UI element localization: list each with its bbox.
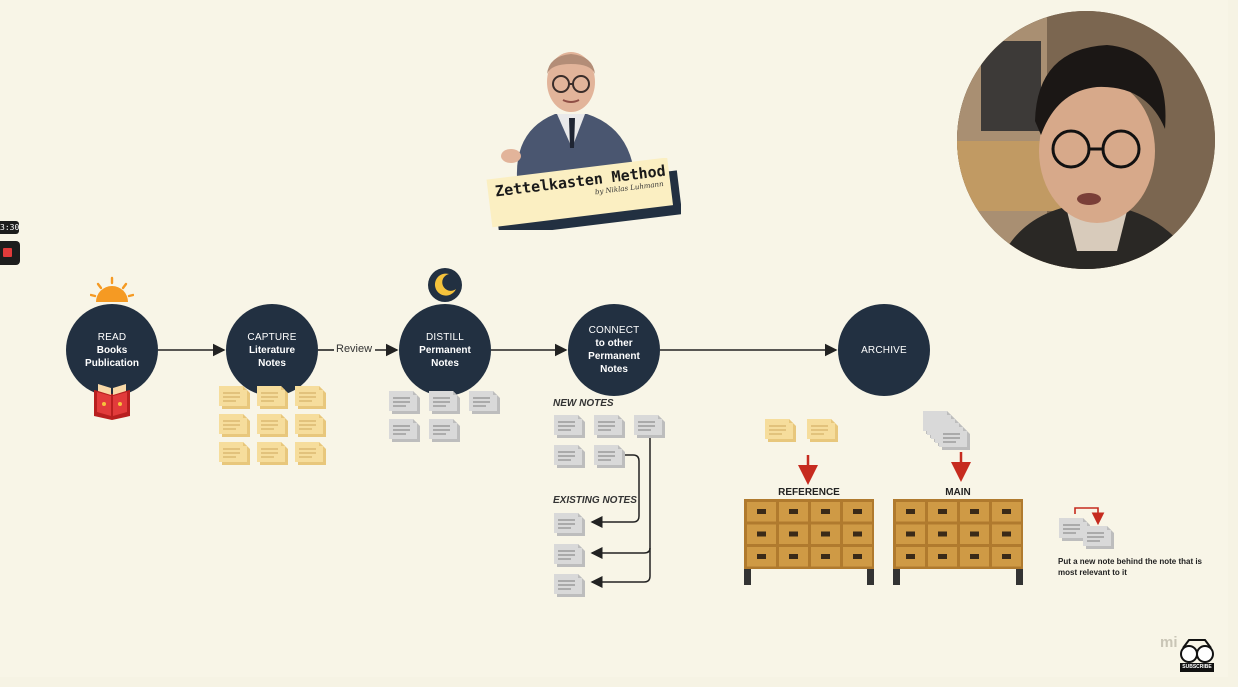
node-archive-title: ARCHIVE (861, 344, 907, 356)
stop-recording-button[interactable] (0, 241, 20, 265)
literature-note-icon (295, 414, 326, 437)
node-capture: CAPTURE Literature Notes (226, 304, 318, 396)
main-label: MAIN (945, 487, 971, 498)
existing-notes-label: EXISTING NOTES (553, 495, 637, 506)
permanent-note-icon (389, 419, 420, 442)
literature-note-icon (219, 442, 250, 465)
tip-text: Put a new note behind the note that is m… (1058, 557, 1203, 577)
node-read-sub1: Books (96, 344, 128, 356)
main-cabinet (893, 499, 1023, 585)
node-read-sub2: Publication (85, 357, 139, 369)
permanent-note-icon (389, 391, 420, 414)
main-note-icon (939, 427, 970, 450)
new-note-icon (594, 415, 625, 438)
new-note-icon (554, 415, 585, 438)
node-read: READ Books Publication (66, 304, 158, 396)
reference-cabinet (744, 499, 874, 585)
new-note-icon (554, 445, 585, 468)
flow-arrows (158, 343, 1105, 588)
subscribe-button[interactable]: SUBSCRIBE (1180, 663, 1214, 672)
title-card: Zettelkasten Method by Niklas Luhmann (485, 158, 681, 230)
subscribe-logo-icon[interactable] (1179, 636, 1215, 672)
permanent-note-icon (469, 391, 500, 414)
tip-note-icon (1083, 526, 1114, 549)
permanent-note-icon (429, 419, 460, 442)
literature-note-icon (257, 414, 288, 437)
node-capture-sub1: Literature (248, 344, 296, 356)
literature-note-icon (257, 386, 288, 409)
watermark-text: mi (1160, 634, 1178, 651)
new-note-icon (594, 445, 625, 468)
node-distill-sub2: Notes (431, 357, 459, 369)
new-notes-label: NEW NOTES (553, 398, 614, 409)
book-icon (94, 384, 130, 420)
permanent-note-icon (429, 391, 460, 414)
luhmann-portrait (501, 52, 635, 178)
node-distill-title: DISTILL (425, 331, 465, 343)
diagram-canvas: 3:30 Zettelkasten Method by Niklas Luhma… (0, 11, 1215, 672)
node-distill: DISTILL Permanent Notes (399, 304, 491, 396)
literature-note-icon (257, 442, 288, 465)
review-label: Review (336, 343, 373, 355)
node-distill-sub1: Permanent (419, 344, 471, 356)
existing-note-icon (554, 513, 585, 536)
node-connect-sub1: to other (595, 338, 633, 349)
literature-note-icon (219, 386, 250, 409)
node-capture-sub2: Notes (258, 357, 286, 369)
node-capture-title: CAPTURE (247, 331, 297, 343)
node-read-title: READ (97, 331, 127, 343)
node-archive: ARCHIVE (838, 304, 930, 396)
webcam-overlay (957, 11, 1215, 269)
sun-icon (90, 276, 134, 302)
existing-note-icon (554, 544, 585, 567)
moon-icon (428, 268, 462, 302)
node-connect-title: CONNECT (588, 325, 640, 336)
literature-note-icon (295, 386, 326, 409)
node-connect-sub2: Permanent (588, 351, 640, 362)
literature-note-icon (295, 442, 326, 465)
recording-timer: 3:30 (0, 221, 20, 234)
existing-note-icon (554, 574, 585, 597)
node-connect-sub3: Notes (600, 364, 628, 375)
node-connect: CONNECT to other Permanent Notes (568, 304, 660, 396)
literature-note-icon (219, 414, 250, 437)
reference-note-icon (807, 419, 838, 442)
reference-label: REFERENCE (778, 487, 840, 498)
new-note-icon (634, 415, 665, 438)
reference-note-icon (765, 419, 796, 442)
